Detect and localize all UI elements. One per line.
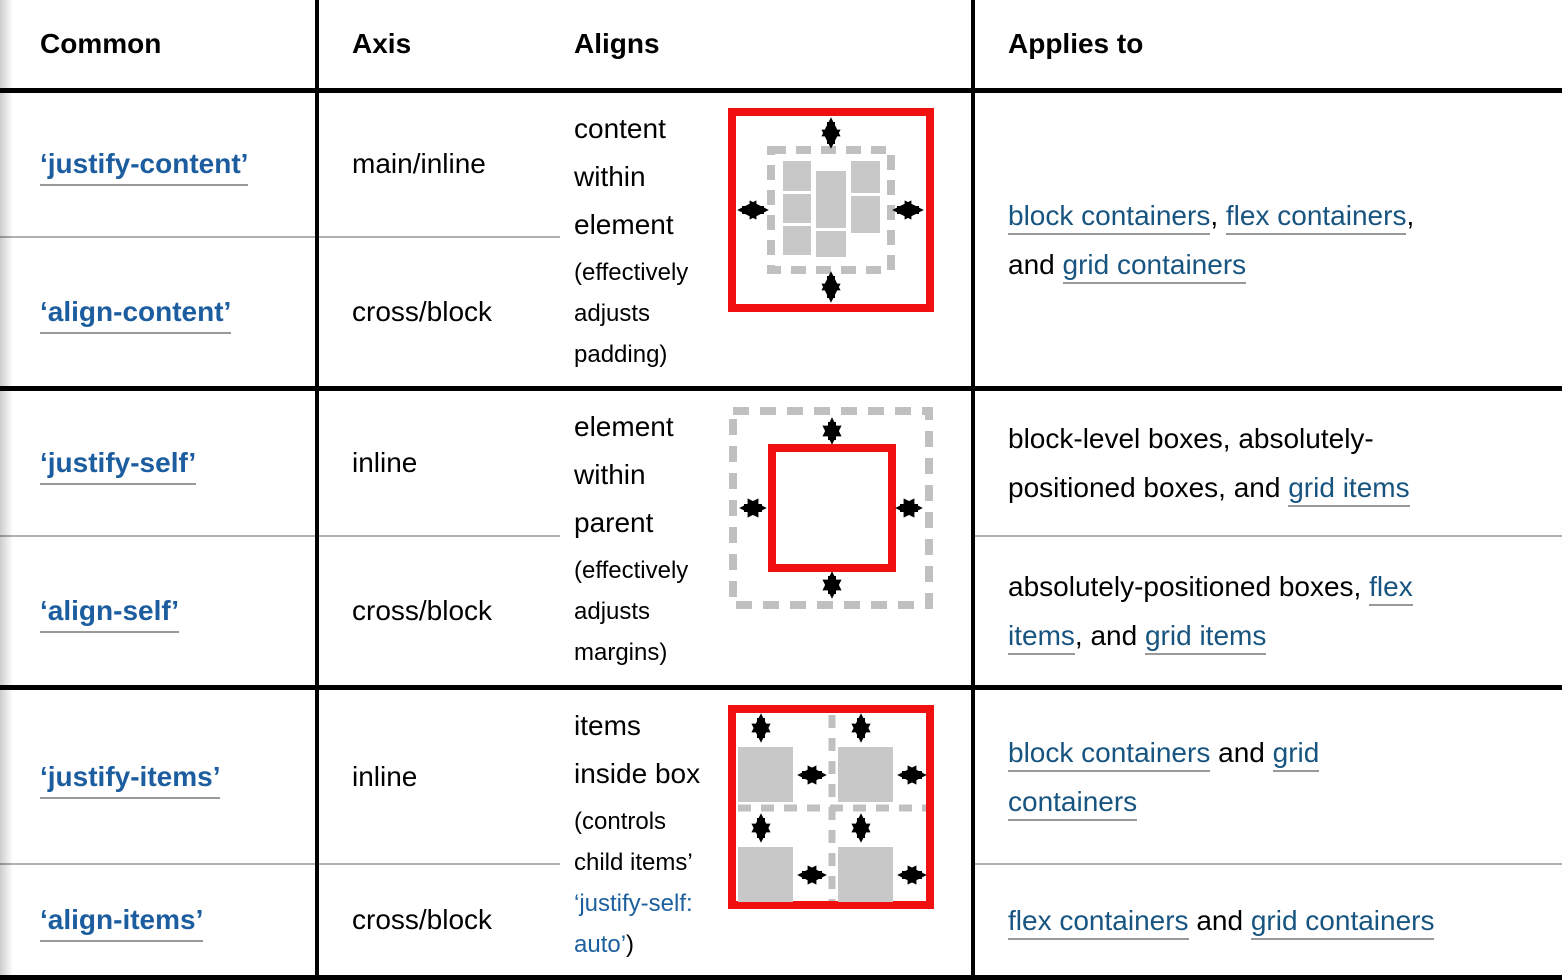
table-row: ‘justify-items’ inline items inside box (… [0,687,1562,980]
applies-text: , [1210,199,1226,231]
col-header-common: Common [0,0,319,93]
link-align-self[interactable]: ‘align-self’ [40,595,179,634]
table-row: ‘align-items’ cross/block flex container… [0,864,1562,980]
applies-text: absolutely-positioned boxes, [1008,571,1370,603]
link-grid-containers[interactable]: grid containers [1008,736,1320,821]
table-row: ‘align-content’ cross/block [0,236,1562,392]
aligns-note-text: (controls child items’ ‘justify-self: au… [574,801,726,965]
link-block-containers[interactable]: block containers [1008,199,1211,235]
table-row: ‘justify-content’ main/inline content wi… [0,90,1562,392]
applies-to-cell: block containers and grid containers [973,687,1562,866]
link-grid-items[interactable]: grid items [1288,472,1410,507]
link-flex-items[interactable]: flex items [1008,571,1413,656]
axis-cell: cross/block [317,536,560,691]
applies-text: and [1210,736,1273,768]
property-cell: ‘align-items’ [0,864,319,980]
link-flex-containers[interactable]: flex containers [1008,904,1189,940]
axis-cell: cross/block [317,864,560,980]
axis-cell: cross/block [317,236,560,392]
col-header-applies-to: Applies to [973,0,1562,93]
aligns-note-text: ) [626,931,635,959]
aligns-description: items inside box (controls child items’ ‘… [574,702,726,965]
aligns-main-text: content within element [574,113,674,240]
aligns-main-text: items inside box [574,710,701,790]
aligns-cell: element within parent (effectively adjust… [560,388,975,691]
element-within-parent-diagram [729,407,933,610]
axis-cell: main/inline [317,90,560,238]
property-cell: ‘justify-self’ [0,388,319,538]
link-justify-self-auto[interactable]: ‘justify-self: auto’ [574,890,693,959]
aligns-description: element within parent (effectively adjust… [574,403,726,673]
header-row: Common Axis Aligns Applies to [0,0,1562,93]
applies-text: and [1188,904,1251,936]
applies-text: block-level boxes, absolutely- positione… [1008,423,1374,503]
col-header-aligns: Aligns [560,0,975,93]
link-grid-containers[interactable]: grid containers [1062,248,1247,284]
applies-text: , and [1074,620,1145,652]
link-align-items[interactable]: ‘align-items’ [40,904,204,943]
link-align-content[interactable]: ‘align-content’ [40,295,232,334]
aligns-description: content within element (effectively adjus… [574,105,726,375]
table-row: ‘align-self’ cross/block absolutely-posi… [0,536,1562,691]
link-grid-containers[interactable]: grid containers [1250,904,1435,940]
link-grid-items[interactable]: grid items [1144,620,1267,656]
axis-cell: inline [317,687,560,866]
link-justify-content[interactable]: ‘justify-content’ [40,148,249,187]
axis-cell: inline [317,388,560,538]
col-header-axis: Axis [317,0,560,93]
applies-to-cell: flex containers and grid containers [973,864,1562,980]
property-cell: ‘justify-content’ [0,90,319,238]
table-row: ‘justify-self’ inline element within par… [0,388,1562,691]
link-flex-containers[interactable]: flex containers [1225,199,1407,235]
row-group-content-alignment: ‘justify-content’ main/inline content wi… [0,90,1562,392]
aligns-note-text: (effectively adjusts margins) [574,557,689,667]
link-block-containers[interactable]: block containers [1008,736,1211,772]
property-cell: ‘justify-items’ [0,687,319,866]
row-group-items-alignment: ‘justify-items’ inline items inside box (… [0,687,1562,980]
link-justify-self[interactable]: ‘justify-self’ [40,447,197,485]
property-cell: ‘align-self’ [0,536,319,691]
aligns-note-text: (controls child items’ [574,808,693,877]
content-within-element-diagram [728,108,934,312]
aligns-main-text: element within parent [574,411,674,539]
aligns-note-text: (effectively adjusts padding) [574,259,689,368]
applies-to-cell: block-level boxes, absolutely- positione… [973,388,1562,538]
link-justify-items[interactable]: ‘justify-items’ [40,760,221,799]
property-cell: ‘align-content’ [0,236,319,392]
applies-text: , and [1008,199,1415,280]
items-inside-box-diagram [728,705,934,910]
applies-to-cell: absolutely-positioned boxes, flex items,… [973,536,1562,691]
aligns-cell: content within element (effectively adjus… [560,90,975,392]
applies-to-cell: block containers, flex containers, and g… [973,90,1562,392]
row-group-self-alignment: ‘justify-self’ inline element within par… [0,388,1562,691]
aligns-cell: items inside box (controls child items’ ‘… [560,687,975,980]
